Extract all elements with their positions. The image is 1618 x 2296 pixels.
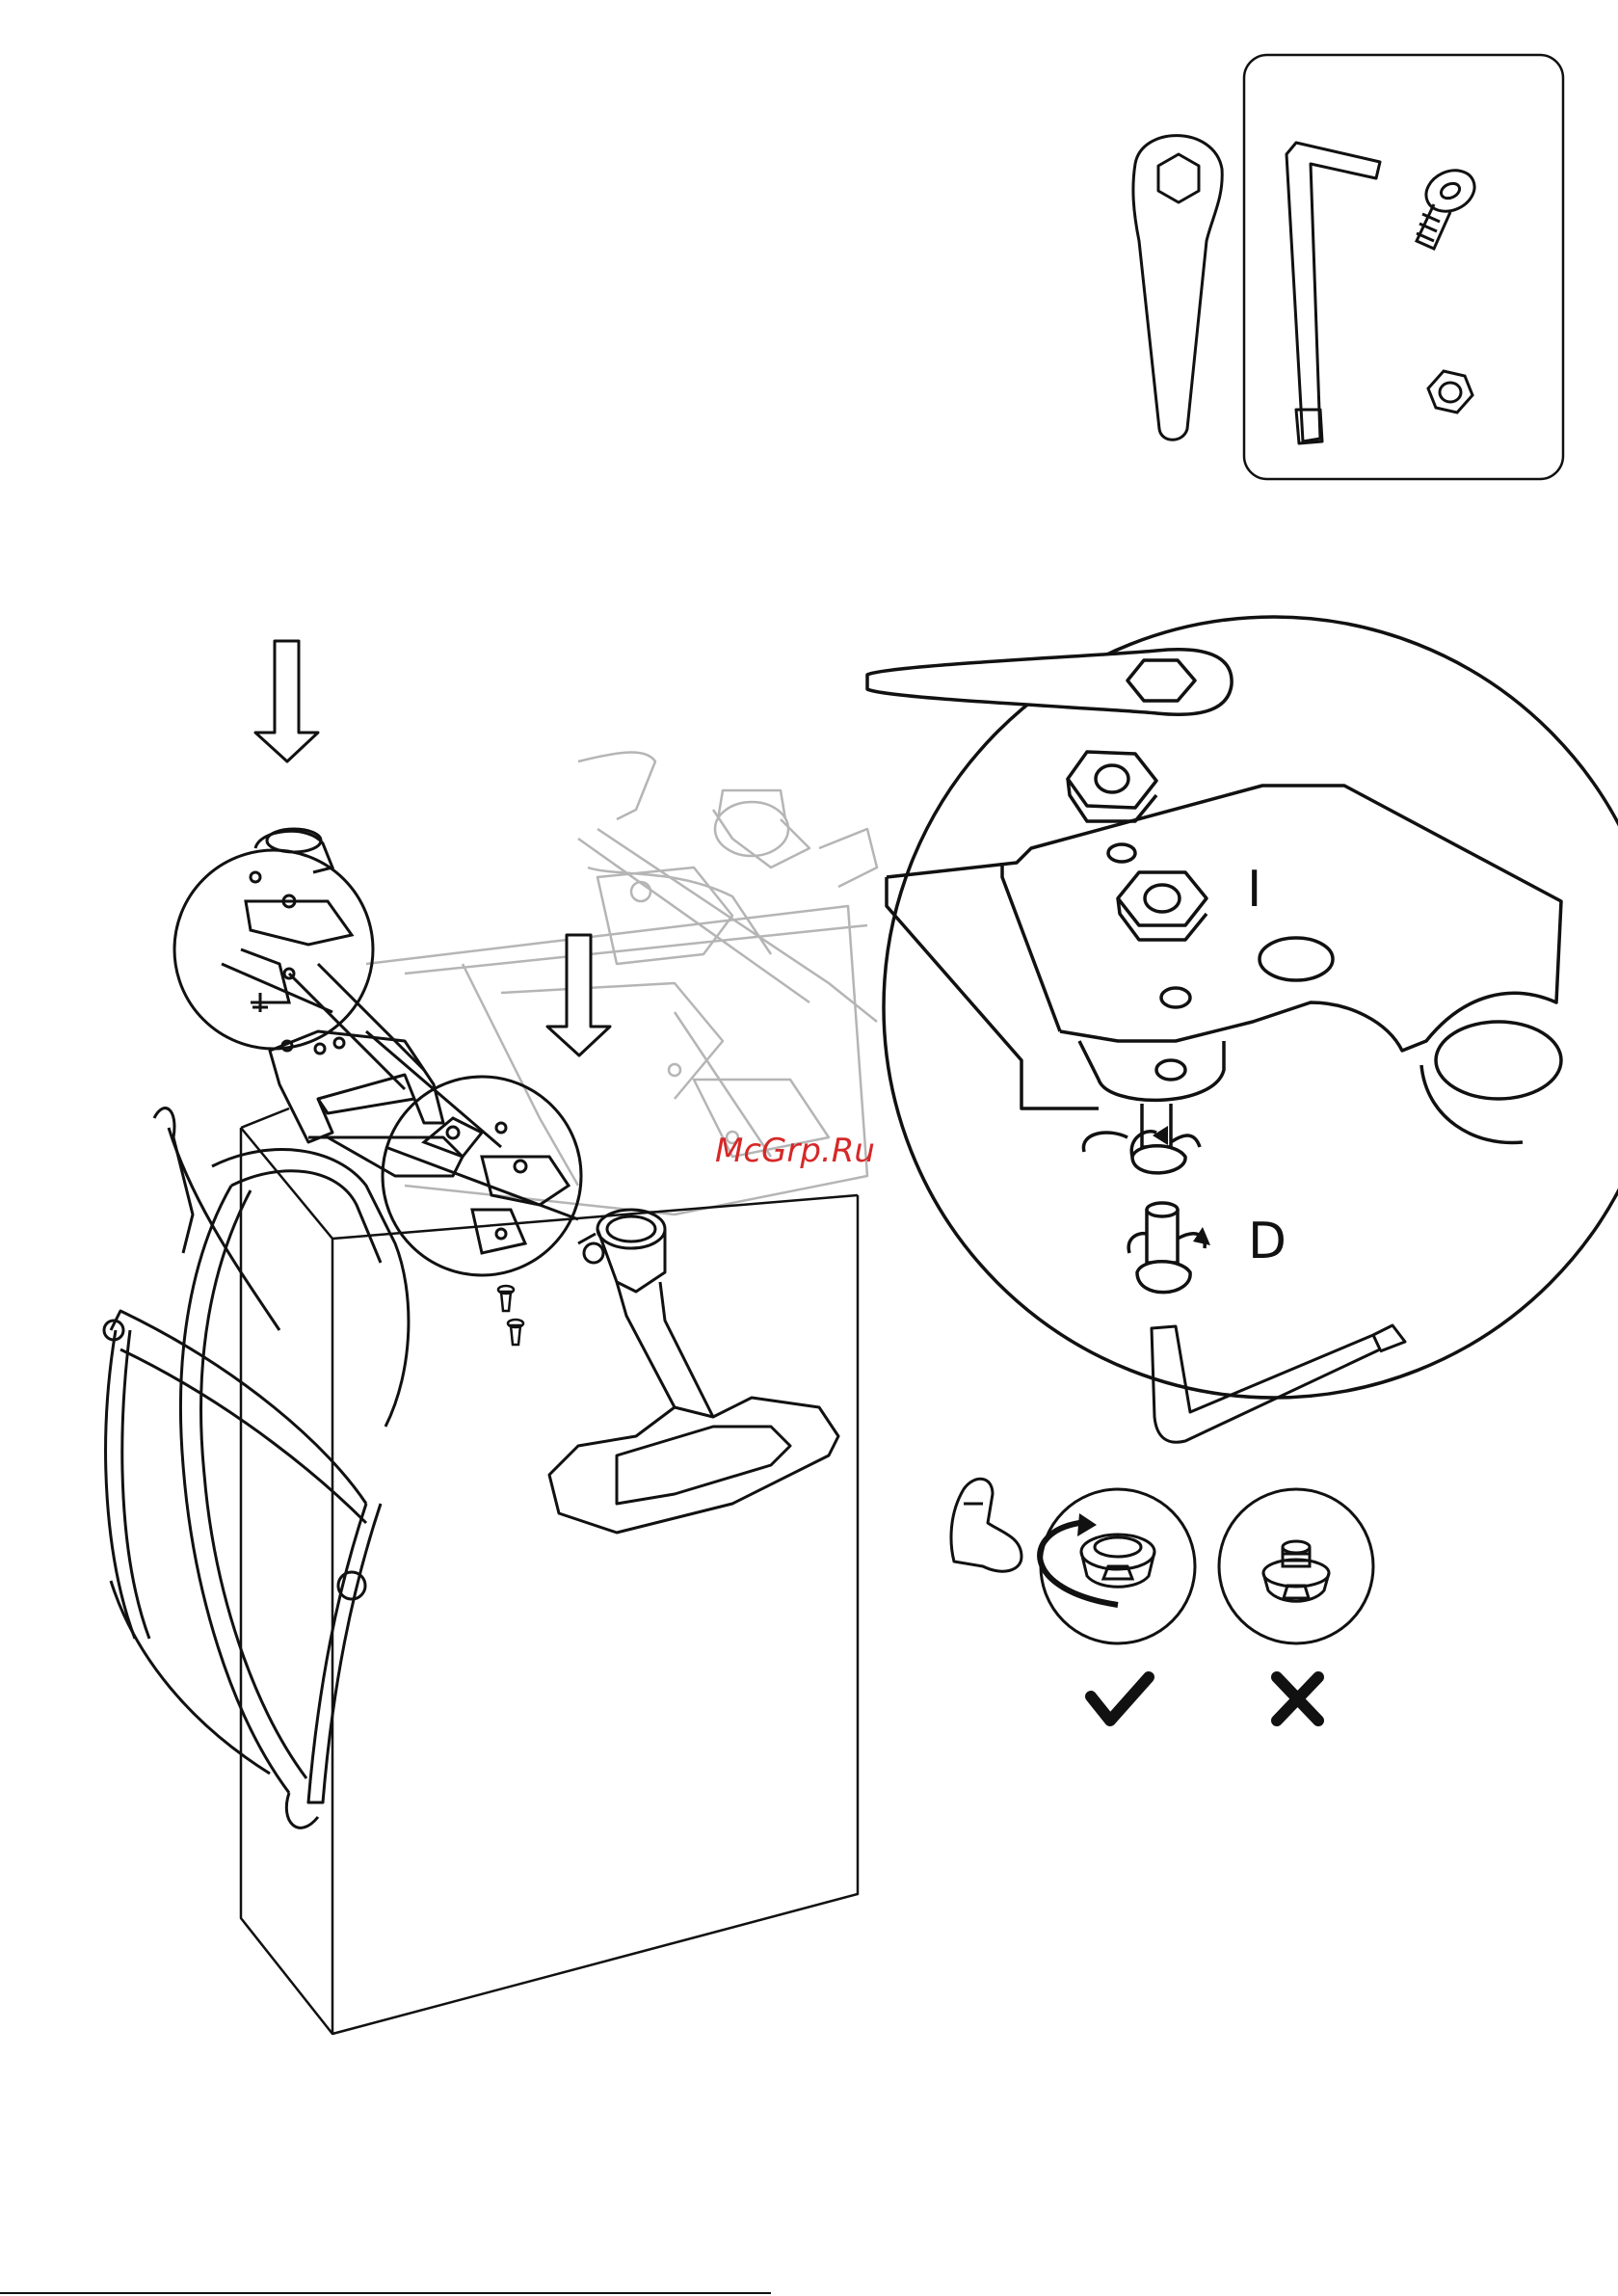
allen-key-icon xyxy=(1152,1325,1405,1442)
wrong-tightening-circle xyxy=(1219,1489,1373,1643)
mounting-plates xyxy=(270,964,501,1176)
screw-icon xyxy=(498,1286,523,1345)
check-mark-icon xyxy=(1091,1677,1149,1721)
watermark: McGrp.Ru xyxy=(715,1132,875,1170)
rotate-arrow-icon xyxy=(1077,1513,1097,1536)
allen-key-icon xyxy=(1286,143,1380,443)
callout-label-i: I xyxy=(1247,861,1261,919)
callout-zoom-circle xyxy=(867,617,1618,1398)
down-arrow-icon xyxy=(255,641,318,761)
callout-label-d: D xyxy=(1248,1213,1286,1270)
gas-lift-and-armrest xyxy=(549,1210,838,1533)
flexed-arm-icon xyxy=(951,1479,1021,1571)
hex-wrench-icon xyxy=(1133,136,1222,441)
nut-icon xyxy=(1428,371,1472,413)
correct-tightening-circle xyxy=(1040,1489,1195,1643)
chair-backrest xyxy=(104,1108,409,1829)
bolt-icon xyxy=(1417,163,1481,249)
cross-mark-icon xyxy=(1277,1677,1318,1721)
detail-circle-left xyxy=(174,829,373,1049)
